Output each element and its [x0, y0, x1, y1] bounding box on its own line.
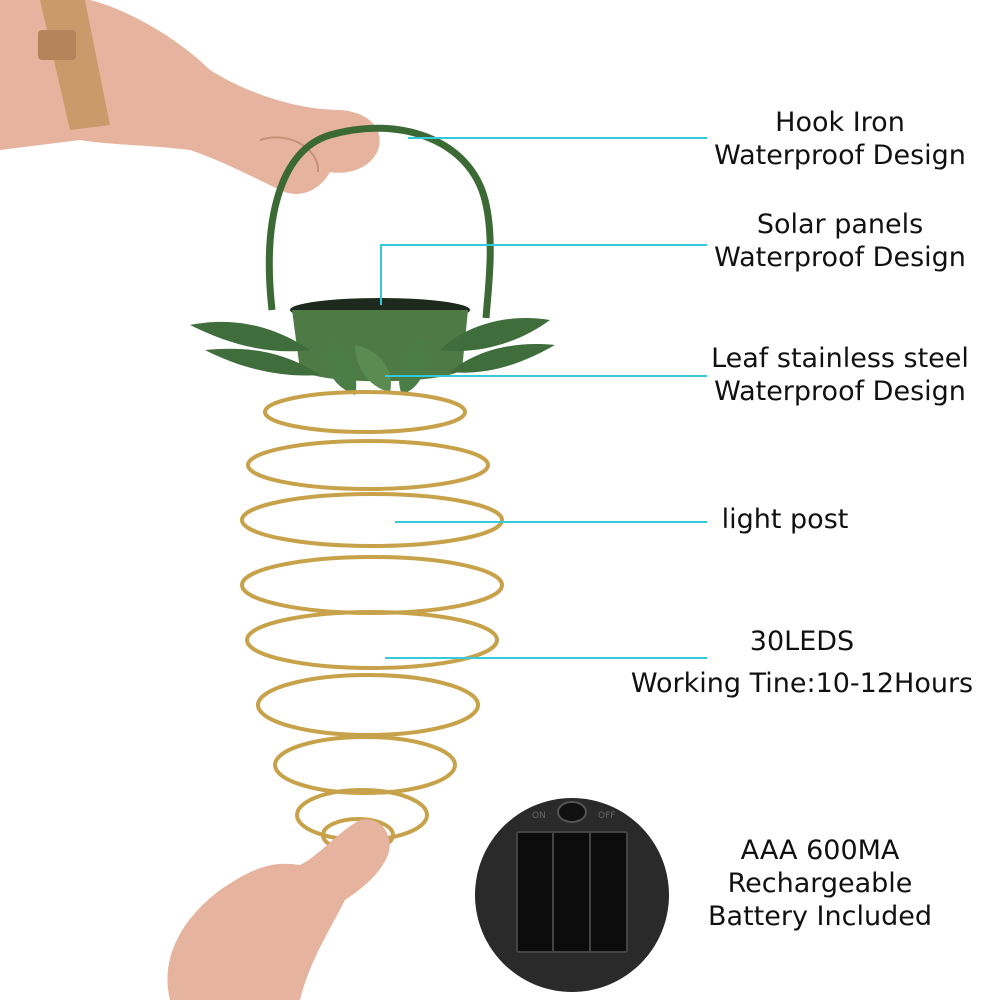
leaf-label-line2: Waterproof Design	[714, 376, 966, 407]
switch-on-label: ON	[532, 811, 546, 821]
switch-off-label: OFF	[598, 811, 615, 821]
battery-label-line3: Battery Included	[708, 901, 932, 932]
solar-label-line1: Solar panels	[756, 209, 924, 240]
hook-handle	[265, 124, 494, 319]
leds-label-line2: Working Tine:10-12Hours	[630, 668, 974, 699]
hook-label-line1: Hook Iron	[775, 107, 905, 138]
battery-label: AAA 600MA Rechargeable Battery Included	[700, 834, 940, 933]
solar-label-line2: Waterproof Design	[714, 242, 966, 273]
spiral-light-post	[240, 390, 504, 853]
hook-label-line2: Waterproof Design	[714, 140, 966, 171]
leds-label-line1: 30LEDS	[749, 626, 855, 657]
power-switch	[557, 801, 587, 823]
leaf-label: Leaf stainless steel Waterproof Design	[700, 342, 980, 408]
leds-label: 30LEDS Working Tine:10-12Hours	[612, 621, 992, 705]
post-label: light post	[710, 503, 860, 536]
solar-panel-inset: ON OFF	[475, 798, 669, 992]
bottom-hand	[167, 819, 390, 1000]
leaf-label-line1: Leaf stainless steel	[711, 343, 969, 374]
battery-label-line1: AAA 600MA	[740, 835, 900, 866]
callout-lines	[380, 137, 707, 659]
battery-label-line2: Rechargeable	[727, 868, 913, 899]
top-hand	[0, 0, 380, 194]
solar-label: Solar panels Waterproof Design	[700, 208, 980, 274]
leaf-crown	[190, 318, 555, 395]
post-label-line1: light post	[721, 504, 849, 535]
hook-label: Hook Iron Waterproof Design	[700, 106, 980, 172]
watch-face	[38, 30, 76, 60]
